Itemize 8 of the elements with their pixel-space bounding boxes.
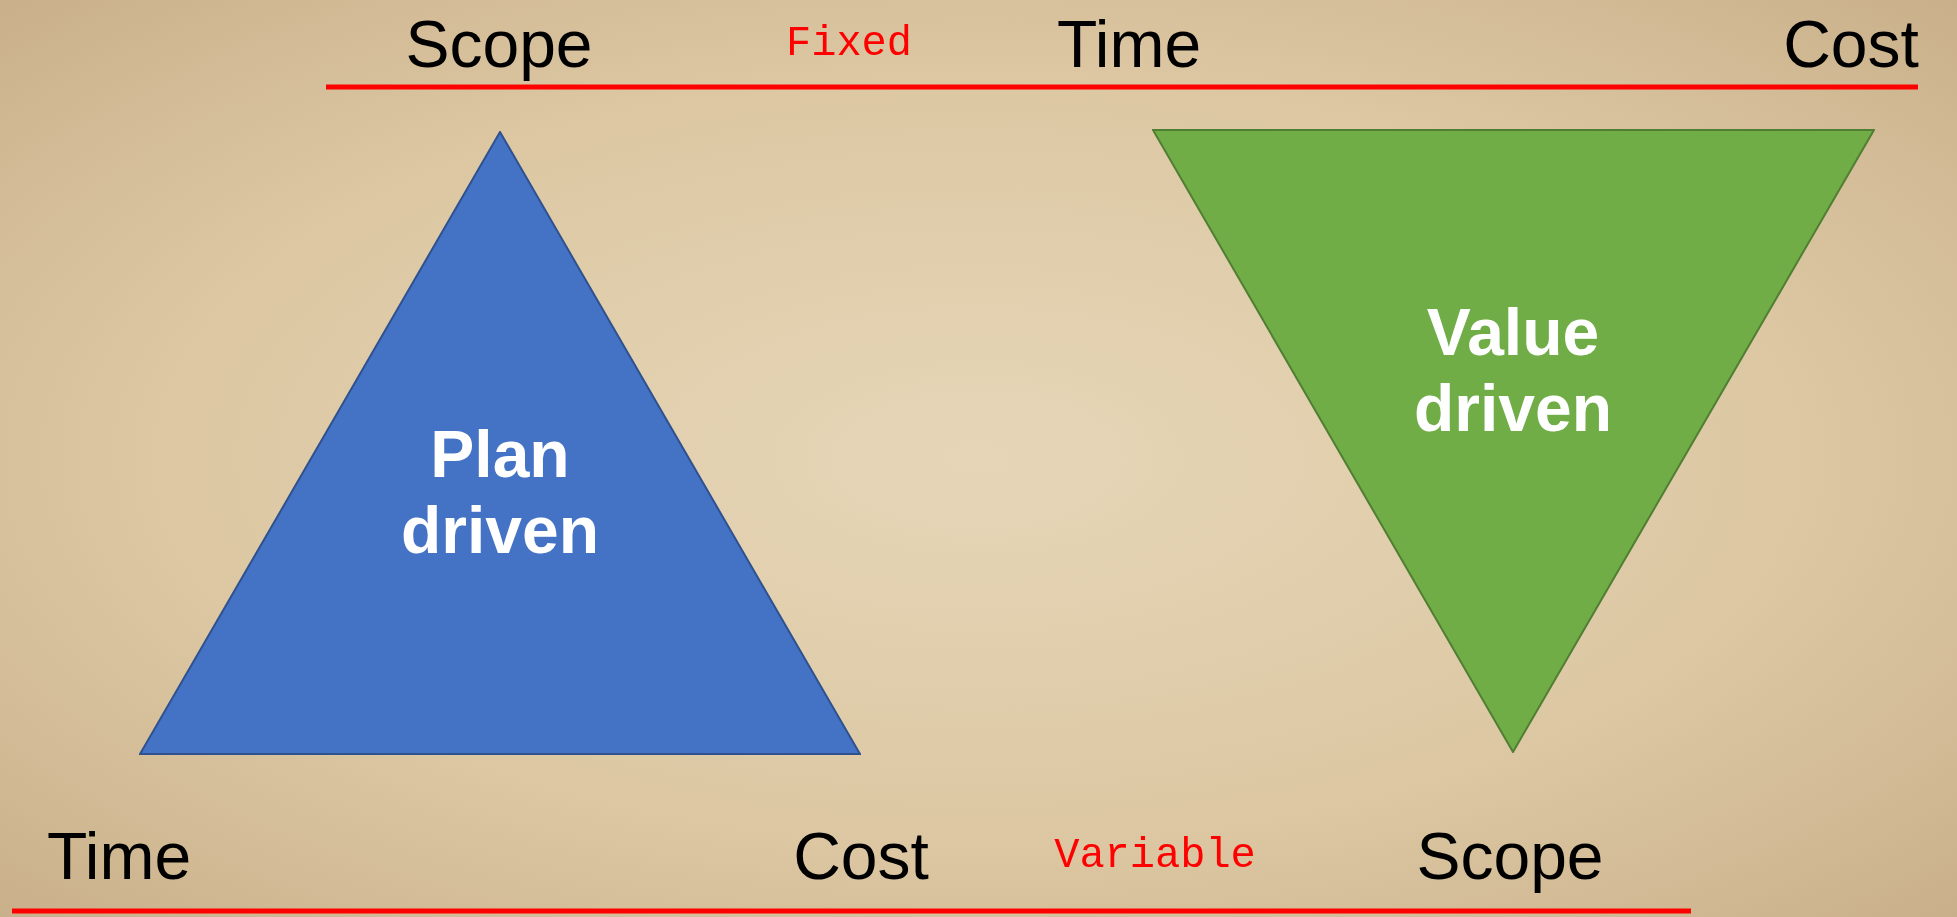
axis-label: Cost <box>1783 11 1919 77</box>
axis-label: Variable <box>1054 835 1256 877</box>
axis-label: Cost <box>793 823 929 889</box>
axis-label: Time <box>46 823 192 889</box>
triangle-label: Value driven <box>1412 295 1614 447</box>
triangle-label: Plan driven <box>399 417 601 569</box>
axis-label: Fixed <box>786 23 912 65</box>
axis-label: Time <box>1056 11 1202 77</box>
